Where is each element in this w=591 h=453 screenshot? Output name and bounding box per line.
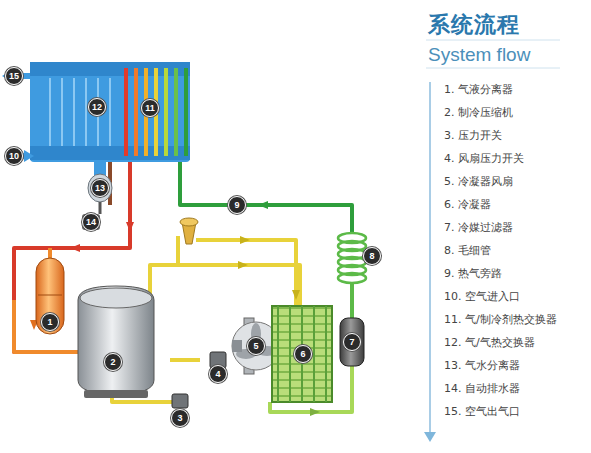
legend-item: 5. 冷凝器风扇 — [444, 174, 513, 189]
legend-item: 14. 自动排水器 — [444, 381, 520, 396]
callout-number: 1 — [41, 313, 59, 331]
callout-number: 12 — [88, 98, 106, 116]
legend-item: 8. 毛细管 — [444, 243, 491, 258]
legend-item: 6. 冷凝器 — [444, 197, 491, 212]
legend-item: 13. 气水分离器 — [444, 358, 520, 373]
callout-number: 14 — [82, 213, 100, 231]
legend-item: 10. 空气进入口 — [444, 289, 520, 304]
callout-number: 15 — [5, 67, 23, 85]
diagram-subtitle: System flow — [428, 44, 530, 66]
legend-item: 15. 空气出气口 — [444, 404, 520, 419]
legend-item: 9. 热气旁路 — [444, 266, 502, 281]
callout-number: 10 — [5, 147, 23, 165]
diagram-title: 系统流程 — [428, 10, 520, 40]
callout-number: 7 — [343, 333, 361, 351]
legend-item: 12. 气/气热交换器 — [444, 335, 535, 350]
legend-item: 11. 气/制冷剂热交换器 — [444, 312, 557, 327]
callout-number: 11 — [141, 99, 159, 117]
callout-number: 9 — [228, 196, 246, 214]
legend-item: 3. 压力开关 — [444, 128, 502, 143]
legend-item: 7. 冷媒过滤器 — [444, 220, 513, 235]
callout-number: 13 — [91, 179, 109, 197]
callout-number: 4 — [209, 365, 227, 383]
legend-item: 1. 气液分离器 — [444, 82, 513, 97]
callout-number: 2 — [104, 353, 122, 371]
callout-number: 3 — [171, 409, 189, 427]
callout-number: 6 — [294, 345, 312, 363]
callout-number: 5 — [247, 337, 265, 355]
legend-item: 2. 制冷压缩机 — [444, 105, 513, 120]
legend-item: 4. 风扇压力开关 — [444, 151, 524, 166]
callout-number: 8 — [363, 247, 381, 265]
